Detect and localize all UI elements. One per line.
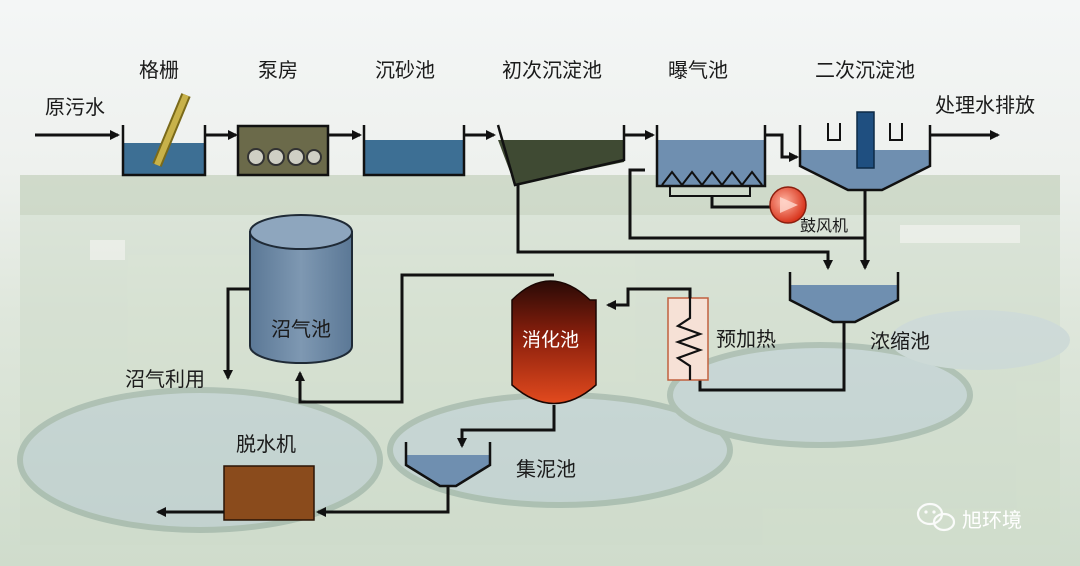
digester-gas-line: [295, 273, 554, 404]
label-preheating: 预加热: [716, 327, 776, 351]
thickener-to-preheat: [698, 322, 846, 392]
preheat-to-digester: [606, 287, 692, 310]
heating-coil-icon: [674, 298, 704, 380]
grit-chamber: [362, 125, 466, 177]
watermark-text: 旭环境: [962, 508, 1022, 532]
digester-to-sludge-tank: [457, 405, 556, 448]
label-thickener: 浓缩池: [870, 329, 930, 353]
return-sludge-line: [628, 168, 867, 240]
flow-arrow-5: [765, 133, 799, 162]
primary-to-thickener: [516, 185, 833, 270]
label-pump-house: 泵房: [258, 58, 298, 82]
sludge-to-dewatering: [316, 486, 450, 517]
label-dewatering: 脱水机: [236, 432, 296, 456]
label-blower: 鼓风机: [800, 216, 848, 235]
grating-tank: [121, 93, 207, 177]
dewatering-machine: [223, 465, 315, 521]
label-secondary-clarifier: 二次沉淀池: [815, 58, 915, 82]
pump-house: [236, 124, 330, 177]
label-grating: 格栅: [139, 58, 179, 82]
blower: [710, 186, 807, 224]
label-digester: 消化池: [522, 329, 579, 351]
label-effluent: 处理水排放: [935, 93, 1035, 117]
digester: [511, 280, 597, 405]
label-raw-sewage: 原污水: [45, 95, 105, 119]
label-grit-chamber: 沉砂池: [375, 58, 435, 82]
primary-clarifier: [496, 124, 626, 187]
biogas-use-line: [223, 287, 250, 380]
label-primary-clarifier: 初次沉淀池: [502, 58, 602, 82]
label-biogas-use: 沼气利用: [125, 367, 205, 391]
secondary-clarifier: [798, 111, 932, 192]
label-aeration-tank: 曝气池: [668, 58, 728, 82]
preheater: [667, 297, 709, 381]
label-biogas-tank: 沼气池: [271, 317, 331, 341]
aeration-tank: [655, 125, 767, 197]
biogas-tank: [249, 214, 353, 364]
label-sludge-tank: 集泥池: [516, 457, 576, 481]
watermark: 旭环境: [916, 502, 1022, 532]
wechat-icon: [916, 502, 956, 532]
